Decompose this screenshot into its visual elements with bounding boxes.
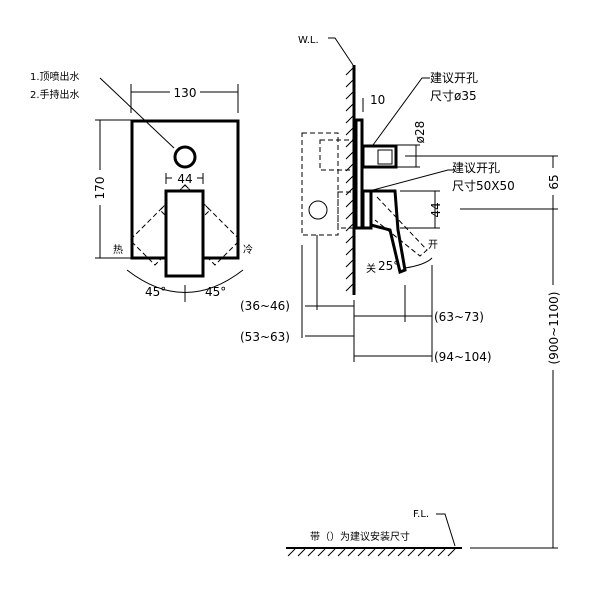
handle (164, 189, 205, 278)
hole-note-2-line1: 建议开孔 (452, 161, 500, 175)
hole-leader-1 (372, 77, 430, 146)
lever-angle: 25° (378, 259, 399, 273)
height-dim: (900~1100) (547, 292, 561, 365)
valve-lower (337, 191, 357, 229)
depth-dim-2: (53~63) (240, 330, 290, 344)
close-label: 关 (366, 262, 376, 275)
valve-body (301, 132, 339, 236)
handle-width-dim: 44 (177, 172, 192, 186)
side-knob (361, 144, 398, 169)
depth-dim-4: (94~104) (434, 350, 492, 364)
width-dim: 130 (174, 86, 197, 100)
lever-dim: 44 (429, 202, 443, 217)
valve-upper (319, 139, 357, 171)
open-label: 开 (428, 240, 438, 251)
wall-hatching (345, 67, 354, 292)
outlet-label-2: 2.手持出水 (30, 88, 80, 101)
cold-label: 冷 (243, 243, 253, 256)
hole-note-1-line2: 尺寸ø35 (430, 89, 477, 103)
valve-port (308, 200, 328, 220)
wall-label: W.L. (298, 35, 319, 46)
angle-right: 45° (205, 285, 226, 299)
height-dim: 170 (93, 177, 107, 200)
floor-hatching (287, 548, 456, 557)
outlet-label-1: 1.顶喷出水 (30, 70, 80, 83)
depth-dim-3: (63~73) (434, 310, 484, 324)
offset-dim: 65 (547, 174, 561, 189)
wall-leader (328, 37, 354, 66)
depth-dim-1: (36~46) (240, 299, 290, 313)
lever-open-position (374, 196, 428, 257)
knob-inner (377, 149, 393, 165)
hole-note-2-line2: 尺寸50X50 (452, 179, 515, 193)
hole-leader-2 (372, 169, 455, 191)
front-view: 1.顶喷出水 2.手持出水 130 170 44 热 冷 45° 45° (30, 70, 253, 302)
hole-note-1-line1: 建议开孔 (430, 71, 478, 85)
floor-leader (436, 513, 456, 547)
lever (370, 189, 407, 275)
floor-label: F.L. (413, 509, 429, 520)
angle-left: 45° (145, 285, 166, 299)
side-view: W.L. 10 ø28 建议开孔 尺寸ø35 建议开孔 尺寸50X50 44 (240, 35, 561, 548)
floor: F.L. 带（）为建议安装尺寸 (286, 509, 558, 557)
diverter-knob (173, 145, 197, 169)
lever-arc (404, 257, 433, 269)
plate-thickness-dim: 10 (370, 93, 385, 107)
outlet-leader (99, 77, 175, 149)
knob-dim: ø28 (413, 121, 427, 144)
side-plate (354, 118, 364, 230)
install-note: 带（）为建议安装尺寸 (310, 530, 410, 543)
hot-label: 热 (113, 243, 123, 256)
lever-base (361, 189, 373, 230)
